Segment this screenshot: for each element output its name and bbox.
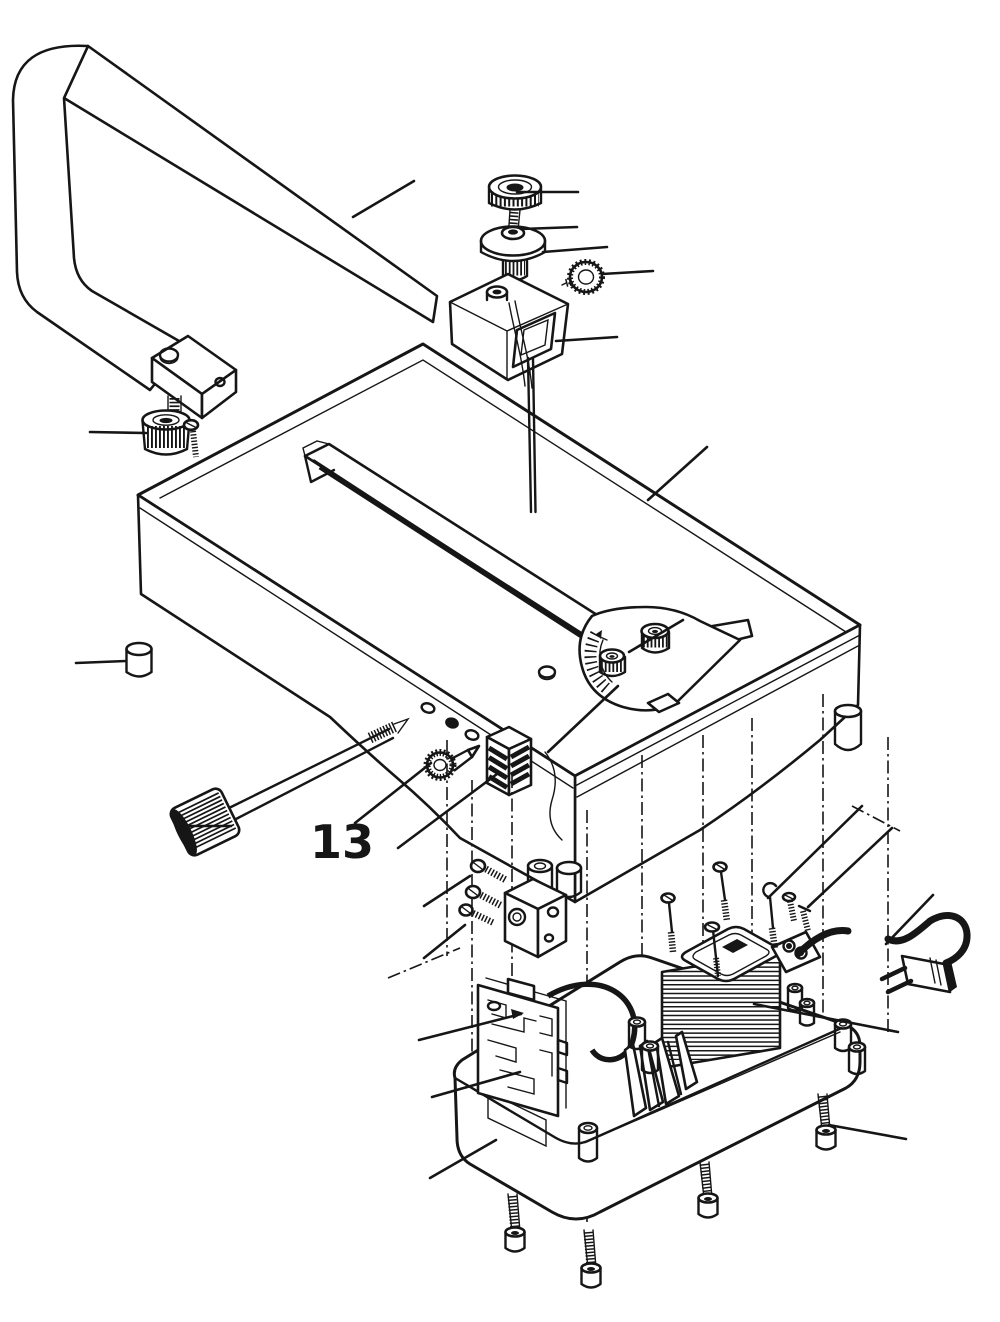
mounting-screws — [660, 861, 812, 953]
base-slot — [487, 1090, 547, 1148]
motor-wire — [546, 981, 638, 1063]
angle-scale-icon — [584, 631, 611, 693]
clamp-thumbscrew — [561, 259, 605, 295]
power-plug-icon — [879, 954, 957, 995]
callout-13: 13 — [310, 815, 374, 869]
miter-pivot-knob — [598, 648, 627, 678]
base-screws — [504, 1093, 837, 1289]
knurled-knob-icon — [169, 787, 241, 857]
power-cord — [794, 912, 971, 995]
blade-guard-bracket — [448, 272, 570, 389]
table-foot-right — [833, 703, 863, 752]
grommet-icon — [445, 717, 459, 729]
table-front-face — [136, 493, 577, 904]
bow-arm — [11, 44, 439, 420]
washer-icon — [420, 702, 436, 714]
standoffs — [577, 982, 867, 1163]
table-insert-hole-icon — [537, 665, 557, 679]
power-switch — [485, 725, 533, 797]
hook-bolt — [762, 881, 779, 950]
circuit-board — [476, 977, 569, 1118]
saw-blade — [526, 356, 537, 514]
core-bolt — [703, 921, 721, 978]
blade-pulley — [479, 225, 547, 299]
speed-control-shaft — [169, 717, 410, 857]
set-screw — [182, 418, 200, 458]
table-right-face — [573, 623, 862, 904]
rubber-foot — [125, 641, 153, 678]
leader-lines — [74, 179, 935, 1180]
washer-icon — [464, 729, 480, 741]
clamp-screws — [458, 858, 508, 926]
saw-table — [125, 342, 863, 904]
blade-clamp-block — [503, 858, 568, 959]
miter-gauge — [578, 605, 754, 714]
cooling-fins — [623, 1030, 699, 1118]
